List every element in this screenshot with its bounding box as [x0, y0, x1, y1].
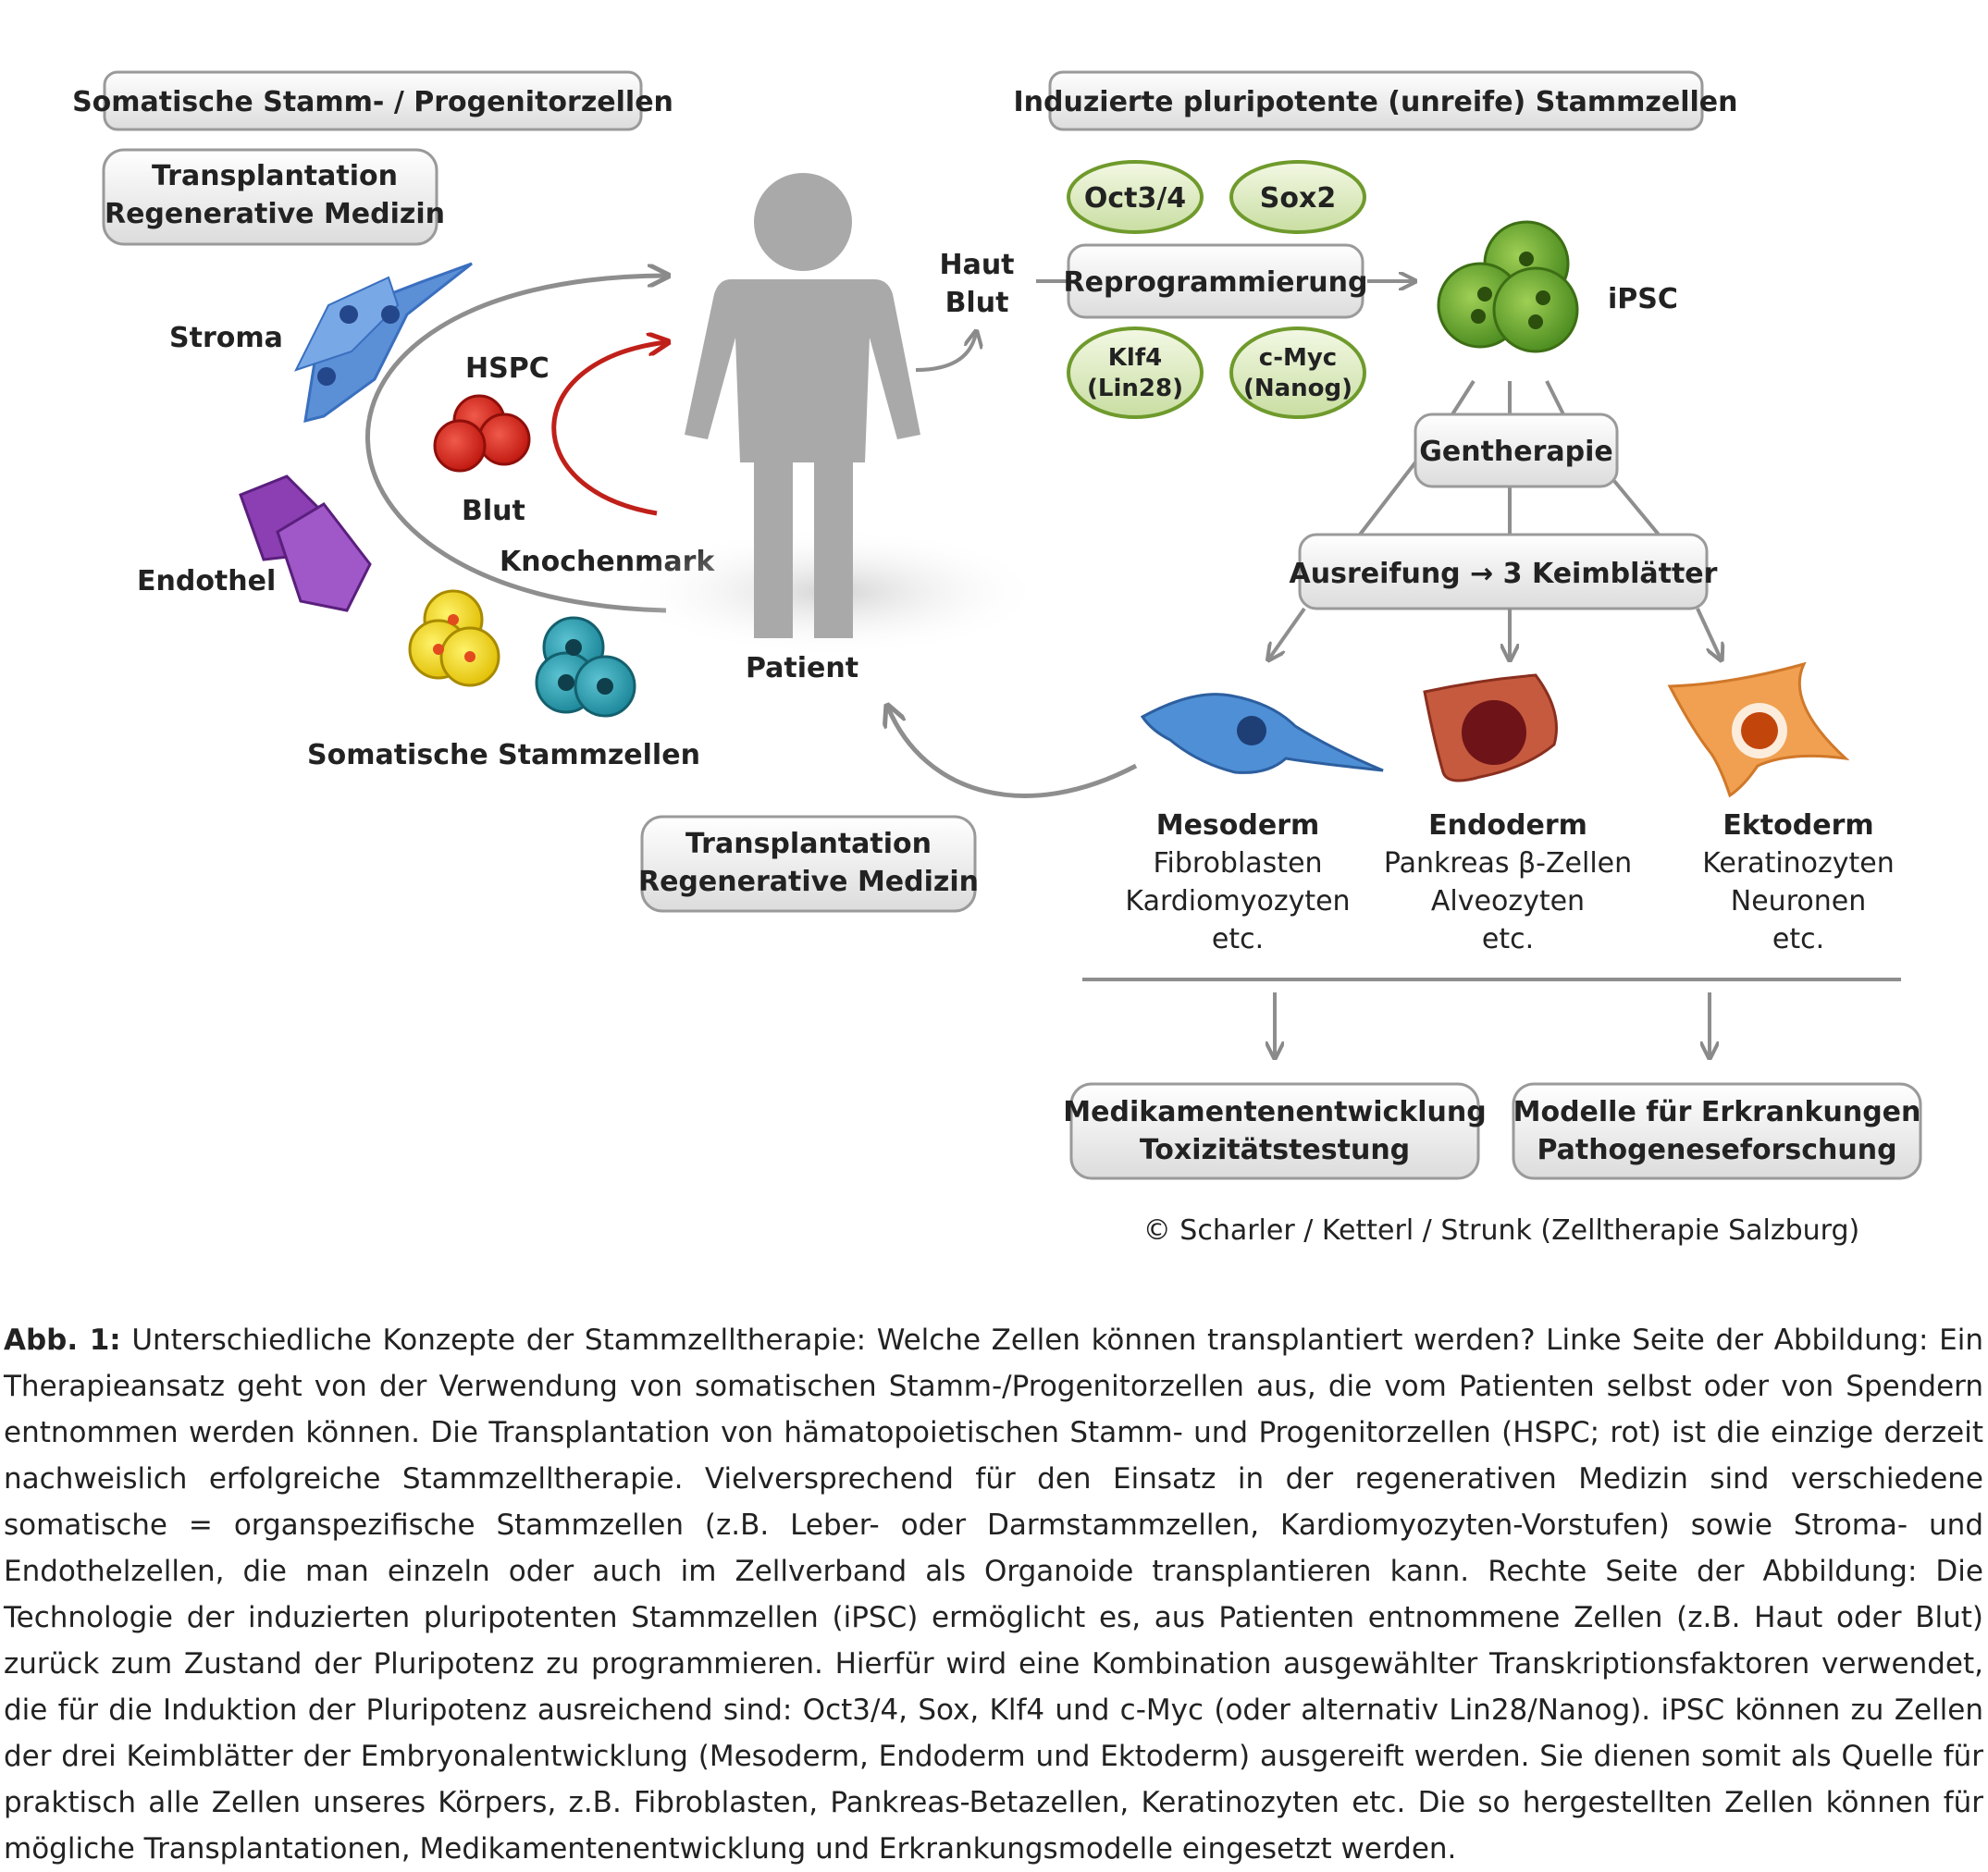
ektoderm-line-2: Neuronen	[1731, 885, 1866, 918]
caption-text: Unterschiedliche Konzepte der Stammzellt…	[4, 1324, 1983, 1866]
ipsc-cells-icon	[1437, 220, 1579, 353]
stroma-label: Stroma	[169, 322, 283, 354]
right-header-box: Induzierte pluripotente (unreife) Stammz…	[1013, 70, 1738, 131]
teal-somatic-cells-icon	[535, 616, 636, 718]
gentherapie-box: Gentherapie	[1414, 413, 1619, 488]
drug-development-box: Medikamentenentwicklung Toxizitätstestun…	[1063, 1082, 1487, 1180]
drug-line-1: Medikamentenentwicklung	[1063, 1096, 1486, 1128]
reprogrammierung-text: Reprogrammierung	[1064, 266, 1368, 299]
mesoderm-title: Mesoderm	[1156, 809, 1320, 842]
endoderm-title: Endoderm	[1428, 809, 1587, 842]
factor-myc-text-2: (Nanog)	[1243, 375, 1352, 402]
drug-line-2: Toxizitätstestung	[1140, 1134, 1410, 1166]
factor-klf-text-1: Klf4	[1108, 344, 1162, 372]
patient-label: Patient	[746, 652, 858, 684]
endothel-cells-icon	[239, 474, 372, 612]
germ-layer-arrows	[1269, 607, 1721, 659]
factor-klf-text-2: (Lin28)	[1087, 375, 1183, 402]
ektoderm-line-1: Keratinozyten	[1702, 847, 1895, 880]
ausreifung-box: Ausreifung → 3 Keimblätter	[1290, 533, 1718, 610]
figure-caption: Abb. 1: Unterschiedliche Konzepte der St…	[4, 1317, 1983, 1872]
factor-klf-oval: Klf4 (Lin28)	[1067, 326, 1204, 419]
ektoderm-text-group: Ektoderm Keratinozyten Neuronen etc.	[1702, 809, 1895, 955]
endothel-label: Endothel	[137, 565, 276, 597]
blut-label-right: Blut	[945, 287, 1009, 319]
mesoderm-text-group: Mesoderm Fibroblasten Kardiomyozyten etc…	[1125, 809, 1350, 955]
factor-sox-oval: Sox2	[1229, 160, 1366, 234]
right-box-line1: Transplantation	[685, 828, 932, 860]
ektoderm-title: Ektoderm	[1723, 809, 1873, 842]
factor-sox-text: Sox2	[1260, 182, 1336, 215]
mesoderm-line-2: Kardiomyozyten	[1125, 885, 1350, 918]
right-header-text: Induzierte pluripotente (unreife) Stammz…	[1013, 86, 1737, 118]
patient-to-sample-arrow	[915, 333, 976, 372]
ausreifung-text: Ausreifung → 3 Keimblätter	[1290, 558, 1718, 590]
factor-oct-oval: Oct3/4	[1067, 160, 1204, 234]
disease-models-box: Modelle für Erkrankungen Pathogenesefors…	[1512, 1082, 1922, 1180]
haut-label: Haut	[939, 249, 1014, 281]
reprogrammierung-box: Reprogrammierung	[1064, 243, 1368, 319]
mesoderm-to-patient-arrow	[888, 708, 1138, 798]
ektoderm-cell-icon	[1667, 661, 1850, 798]
stem-cell-therapy-diagram: Somatische Stamm- / Progenitorzellen Tra…	[72, 70, 1922, 1247]
factor-oct-text: Oct3/4	[1084, 182, 1186, 215]
endoderm-line-3: etc.	[1482, 923, 1534, 955]
endoderm-text-group: Endoderm Pankreas β-Zellen Alveozyten et…	[1384, 809, 1632, 955]
stroma-cells-icon	[294, 262, 473, 424]
ipsc-label: iPSC	[1608, 283, 1678, 315]
patient-figure-icon	[620, 173, 1045, 657]
blut-label-left: Blut	[462, 495, 525, 527]
hspc-cells-icon	[433, 394, 531, 473]
right-box-line2: Regenerative Medizin	[638, 866, 979, 898]
mesoderm-line-3: etc.	[1212, 923, 1264, 955]
endoderm-line-2: Alveozyten	[1431, 885, 1585, 918]
mesoderm-line-1: Fibroblasten	[1153, 847, 1322, 880]
somatic-stem-cells-label: Somatische Stammzellen	[307, 739, 700, 771]
model-line-2: Pathogeneseforschung	[1537, 1134, 1896, 1166]
yellow-somatic-cells-icon	[408, 589, 500, 687]
endoderm-cell-icon	[1423, 673, 1558, 782]
left-box-line2: Regenerative Medizin	[105, 198, 445, 230]
left-transplantation-box: Transplantation Regenerative Medizin	[102, 148, 445, 246]
hspc-label: HSPC	[465, 352, 549, 385]
mesoderm-cell-icon	[1140, 693, 1384, 774]
factor-myc-oval: c-Myc (Nanog)	[1229, 326, 1366, 419]
caption-label: Abb. 1:	[4, 1324, 121, 1357]
hspc-red-arrow	[551, 342, 666, 516]
gentherapie-text: Gentherapie	[1419, 436, 1613, 468]
left-header-box: Somatische Stamm- / Progenitorzellen	[72, 70, 673, 131]
somatic-return-arrow	[365, 276, 666, 613]
copyright-text: © Scharler / Ketterl / Strunk (Zellthera…	[1143, 1214, 1859, 1247]
ektoderm-line-3: etc.	[1772, 923, 1824, 955]
endoderm-line-1: Pankreas β-Zellen	[1384, 847, 1632, 880]
factor-myc-text-1: c-Myc	[1259, 344, 1337, 372]
ipsc-branch-lines	[1358, 379, 1661, 536]
right-transplantation-box: Transplantation Regenerative Medizin	[638, 815, 979, 913]
left-box-line1: Transplantation	[152, 160, 398, 192]
left-header-text: Somatische Stamm- / Progenitorzellen	[72, 86, 673, 118]
model-line-1: Modelle für Erkrankungen	[1513, 1096, 1921, 1128]
